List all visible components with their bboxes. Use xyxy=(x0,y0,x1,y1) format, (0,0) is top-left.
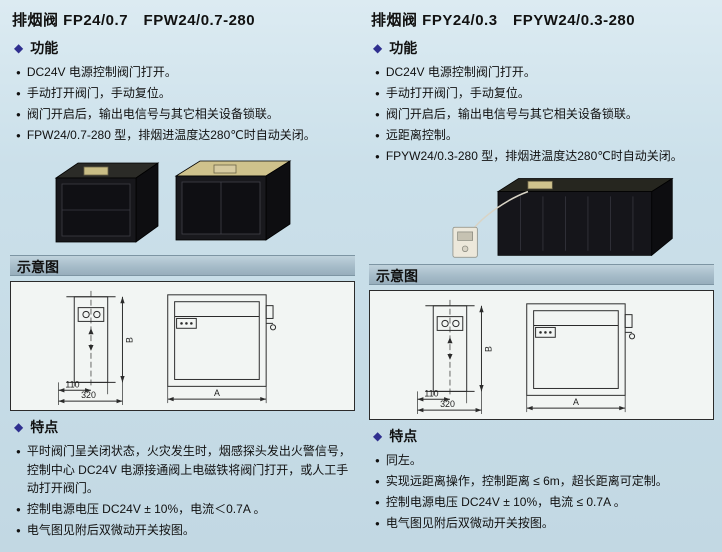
schematic-diagram: 110 320 A B xyxy=(369,290,714,420)
function-header-label: 功能 xyxy=(389,40,418,56)
bullet-icon: ● xyxy=(16,526,21,536)
list-item-text: 手动打开阀门，手动复位。 xyxy=(26,86,171,100)
list-item: ● 阀门开启后，输出电信号与其它相关设备锁联。 xyxy=(16,105,355,124)
control-cable xyxy=(470,190,528,232)
dim-b-label: B xyxy=(483,346,493,352)
features-header-label: 特点 xyxy=(389,428,418,444)
function-header-label: 功能 xyxy=(30,40,59,56)
remote-control-box xyxy=(452,226,478,258)
bullet-icon: ● xyxy=(375,110,380,119)
dim-110-label: 110 xyxy=(424,388,438,398)
bullet-icon: ● xyxy=(375,68,380,77)
list-item: ● 控制电源电压 DC24V ± 10%，电流＜0.7A 。 xyxy=(16,500,355,519)
list-item-text: 手动打开阀门，手动复位。 xyxy=(385,86,530,100)
list-item: ● 控制电源电压 DC24V ± 10%，电流 ≤ 0.7A 。 xyxy=(375,493,714,512)
list-item-text: 阀门开启后，输出电信号与其它相关设备锁联。 xyxy=(385,107,638,121)
damper-photo-illustration xyxy=(54,160,291,243)
list-item-text: 电气图见附后双微动开关按图。 xyxy=(385,516,554,530)
list-item-text: 控制电源电压 DC24V ± 10%，电流＜0.7A 。 xyxy=(26,502,266,517)
bullet-icon: ● xyxy=(375,89,380,98)
product-photo xyxy=(10,150,355,252)
diamond-icon: ◆ xyxy=(14,420,24,434)
features-section-header: ◆ 特点 xyxy=(14,417,355,437)
valve-technical-drawing: 110 320 A B xyxy=(58,290,277,406)
schematic-diagram: 110 320 A B xyxy=(10,281,355,411)
list-item-text: FPYW24/0.3-280 型，排烟进温度达280℃时自动关闭。 xyxy=(385,149,683,163)
list-item-text: 实现远距离操作，控制距离 ≤ 6m，超长距离可定制。 xyxy=(385,474,668,488)
dim-b-label: B xyxy=(124,337,134,343)
bullet-icon: ● xyxy=(16,89,21,98)
product-title: 排烟阀 FPY24/0.3 FPYW24/0.3-280 xyxy=(371,12,636,29)
features-list: ● 同左。 ● 实现远距离操作，控制距离 ≤ 6m，超长距离可定制。 ● 控制电… xyxy=(375,451,714,533)
features-section-header: ◆ 特点 xyxy=(373,426,714,446)
valve-technical-drawing: 110 320 A B xyxy=(417,299,636,415)
list-item-text: 控制电源电压 DC24V ± 10%，电流 ≤ 0.7A 。 xyxy=(385,495,626,509)
list-item-text: FPW24/0.7-280 型，排烟进温度达280℃时自动关闭。 xyxy=(26,128,316,142)
list-item-text: 电气图见附后双微动开关按图。 xyxy=(26,523,195,538)
dim-a-label: A xyxy=(573,397,579,407)
list-item-text: 平时阀门呈关闭状态，火灾发生时，烟感探头发出火警信号，控制中心 DC24V 电源… xyxy=(26,444,351,496)
dim-320-label: 320 xyxy=(440,399,455,409)
bullet-icon: ● xyxy=(375,519,380,528)
bullet-icon: ● xyxy=(16,131,21,140)
list-item-text: 同左。 xyxy=(385,453,422,467)
function-list: ● DC24V 电源控制阀门打开。 ● 手动打开阀门，手动复位。 ● 阀门开启后… xyxy=(16,63,355,145)
function-section-header: ◆ 功能 xyxy=(373,38,714,58)
dim-110-label: 110 xyxy=(65,379,79,389)
list-item-text: DC24V 电源控制阀门打开。 xyxy=(385,65,536,79)
list-item: ● 手动打开阀门，手动复位。 xyxy=(16,84,355,103)
list-item: ● 实现远距离操作，控制距离 ≤ 6m，超长距离可定制。 xyxy=(375,472,714,491)
list-item: ● 阀门开启后，输出电信号与其它相关设备锁联。 xyxy=(375,105,714,124)
list-item: ● DC24V 电源控制阀门打开。 xyxy=(375,63,714,82)
list-item: ● FPYW24/0.3-280 型，排烟进温度达280℃时自动关闭。 xyxy=(375,147,714,166)
bullet-icon: ● xyxy=(16,447,21,456)
bullet-icon: ● xyxy=(375,477,380,486)
function-section-header: ◆ 功能 xyxy=(14,38,355,58)
schematic-label: 示意图 xyxy=(17,259,59,275)
list-item: ● 电气图见附后双微动开关按图。 xyxy=(375,514,714,533)
bullet-icon: ● xyxy=(375,152,380,161)
list-item: ● 手动打开阀门，手动复位。 xyxy=(375,84,714,103)
schematic-section-bar: 示意图 xyxy=(10,255,355,276)
list-item: ● 远距离控制。 xyxy=(375,126,714,145)
list-item: ● 电气图见附后双微动开关按图。 xyxy=(16,521,355,540)
diamond-icon: ◆ xyxy=(14,41,24,55)
list-item: ● FPW24/0.7-280 型，排烟进温度达280℃时自动关闭。 xyxy=(16,126,355,145)
bullet-icon: ● xyxy=(375,131,380,140)
diamond-icon: ◆ xyxy=(373,429,383,443)
dim-a-label: A xyxy=(214,388,220,398)
schematic-label: 示意图 xyxy=(376,268,418,284)
list-item: ● 同左。 xyxy=(375,451,714,470)
damper-photo-illustration xyxy=(452,177,674,258)
product-column-right: 排烟阀 FPY24/0.3 FPYW24/0.3-280 ◆ 功能 ● DC24… xyxy=(369,6,714,548)
list-item: ● DC24V 电源控制阀门打开。 xyxy=(16,63,355,82)
list-item-text: 远距离控制。 xyxy=(385,128,458,142)
dim-320-label: 320 xyxy=(81,390,96,400)
bullet-icon: ● xyxy=(16,68,21,77)
list-item: ● 平时阀门呈关闭状态，火灾发生时，烟感探头发出火警信号，控制中心 DC24V … xyxy=(16,442,355,498)
features-list: ● 平时阀门呈关闭状态，火灾发生时，烟感探头发出火警信号，控制中心 DC24V … xyxy=(16,442,355,540)
bullet-icon: ● xyxy=(375,456,380,465)
bullet-icon: ● xyxy=(16,505,21,515)
bullet-icon: ● xyxy=(16,110,21,119)
product-column-left: 排烟阀 FP24/0.7 FPW24/0.7-280 ◆ 功能 ● DC24V … xyxy=(10,6,355,548)
features-header-label: 特点 xyxy=(30,419,59,435)
product-title: 排烟阀 FP24/0.7 FPW24/0.7-280 xyxy=(12,12,256,29)
diamond-icon: ◆ xyxy=(373,41,383,55)
list-item-text: 阀门开启后，输出电信号与其它相关设备锁联。 xyxy=(26,107,279,121)
list-item-text: DC24V 电源控制阀门打开。 xyxy=(26,65,177,79)
schematic-section-bar: 示意图 xyxy=(369,264,714,285)
function-list: ● DC24V 电源控制阀门打开。 ● 手动打开阀门，手动复位。 ● 阀门开启后… xyxy=(375,63,714,166)
bullet-icon: ● xyxy=(375,498,380,507)
product-photo xyxy=(369,171,714,261)
